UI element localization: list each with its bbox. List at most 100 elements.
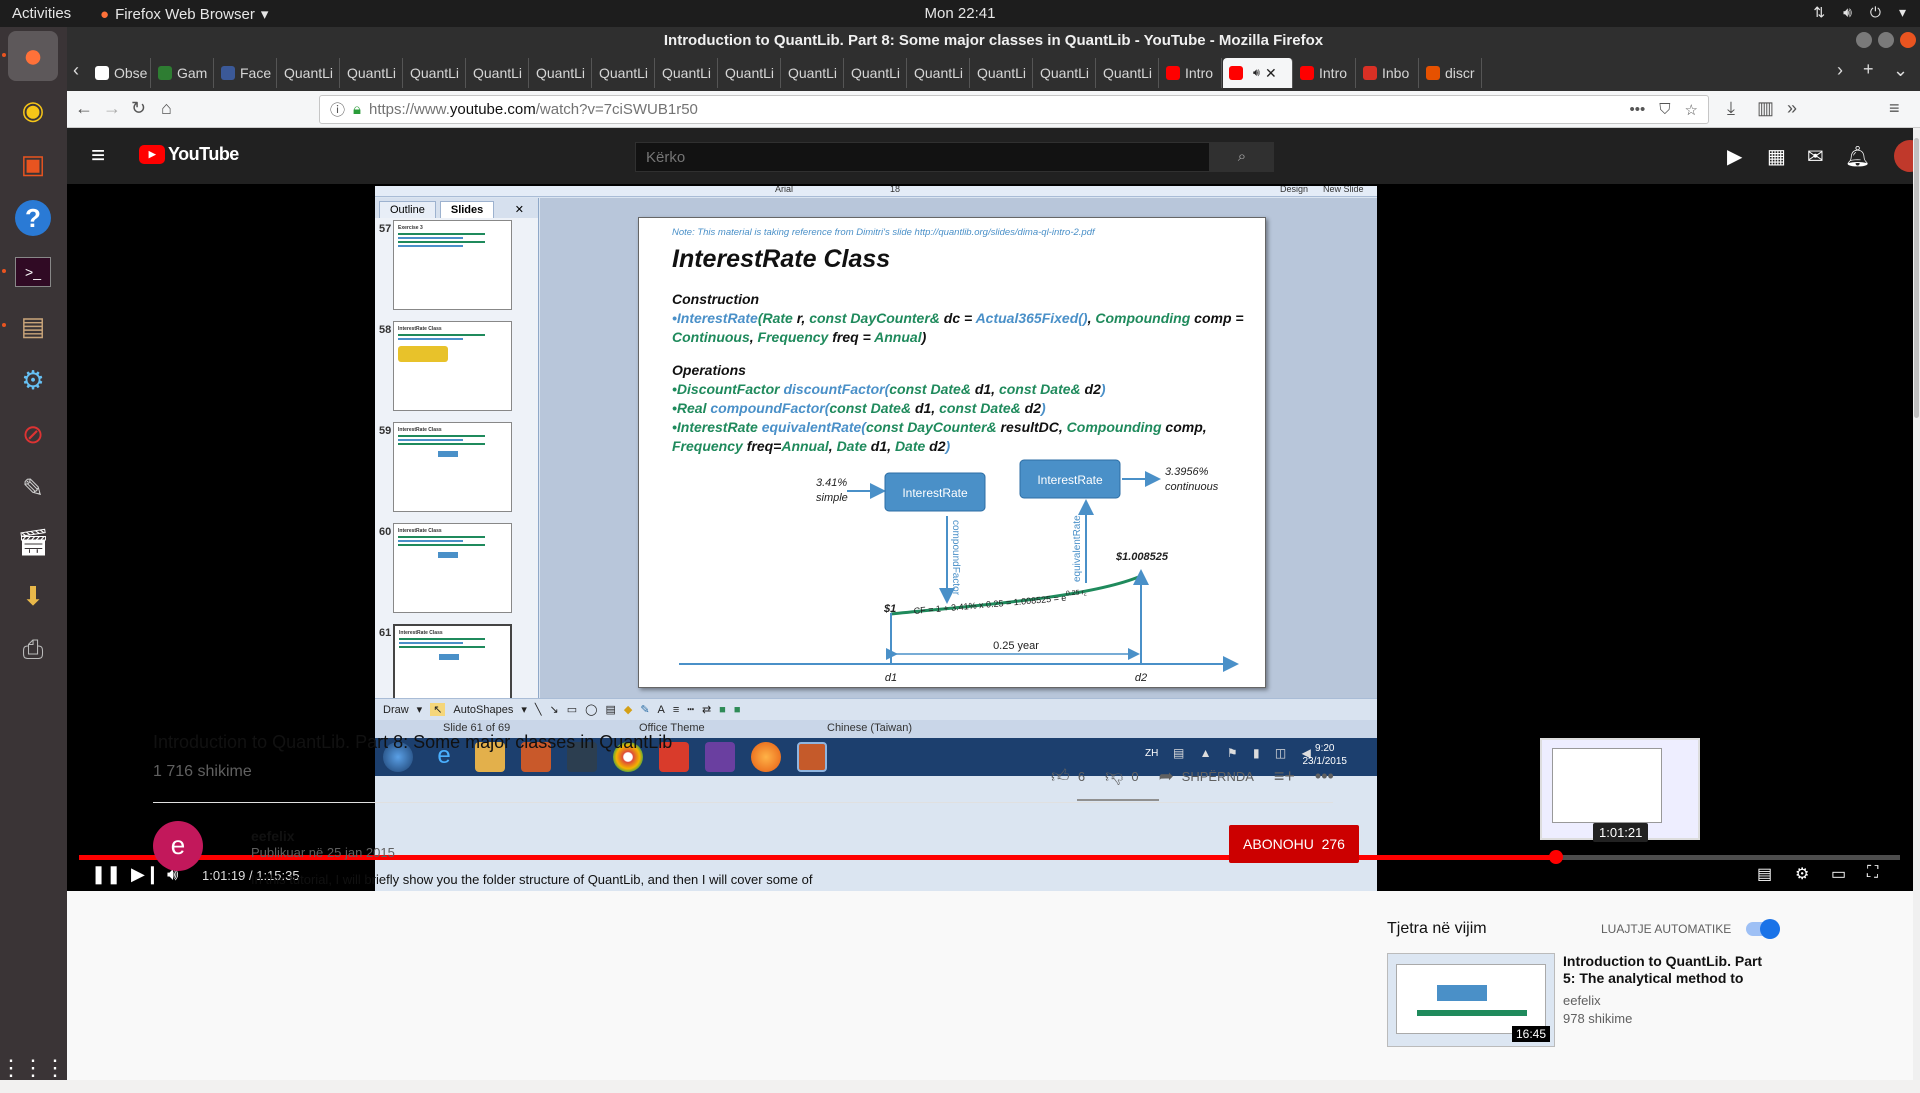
browser-tab[interactable]: Intro bbox=[1160, 58, 1222, 88]
tab-audio-icon[interactable]: 🔊︎ bbox=[1253, 66, 1260, 79]
mute-button[interactable]: 🔊︎ bbox=[167, 864, 178, 885]
system-tray[interactable]: ⇅ 🔊︎ ⏻ ▾ bbox=[1813, 4, 1906, 21]
browser-tab[interactable]: 🔊︎ ✕ bbox=[1223, 58, 1293, 88]
browser-tab[interactable]: QuantLi bbox=[530, 58, 592, 88]
recommended-channel[interactable]: eefelix bbox=[1563, 993, 1601, 1008]
home-button[interactable]: ⌂ bbox=[161, 98, 172, 118]
search-input[interactable] bbox=[635, 142, 1210, 172]
browser-tab[interactable]: QuantLi bbox=[1034, 58, 1096, 88]
progress-scrubber[interactable] bbox=[1548, 850, 1563, 864]
pause-button[interactable]: ❚❚ bbox=[91, 864, 121, 885]
overflow-icon[interactable]: » bbox=[1787, 98, 1798, 118]
more-actions-button[interactable]: ••• bbox=[1315, 766, 1334, 787]
progress-bar[interactable] bbox=[79, 850, 1900, 864]
show-applications-button[interactable]: ⋮⋮⋮ bbox=[0, 1043, 66, 1093]
dislike-button[interactable]: 👎︎0 bbox=[1105, 765, 1139, 787]
firefox-launcher[interactable]: ● bbox=[8, 31, 58, 81]
like-button[interactable]: 👍︎6 bbox=[1051, 765, 1085, 787]
messages-icon[interactable]: ✉︎ bbox=[1807, 146, 1824, 168]
browser-tab[interactable]: Inbo bbox=[1357, 58, 1419, 88]
youtube-logo[interactable]: ▶ YouTube bbox=[139, 144, 239, 165]
powerpoint-toolbar: Arial 18 Design New Slide bbox=[375, 186, 1377, 197]
activities-button[interactable]: Activities bbox=[12, 5, 72, 22]
browser-tab[interactable]: QuantLi bbox=[656, 58, 718, 88]
chevron-down-icon: ▾ bbox=[521, 704, 527, 716]
browser-tab[interactable]: Obse bbox=[89, 58, 151, 88]
terminal-launcher[interactable]: >_ bbox=[8, 247, 58, 297]
page-actions-icon[interactable]: ••• bbox=[1629, 100, 1646, 118]
recommended-title[interactable]: Introduction to QuantLib. Part 5: The an… bbox=[1563, 953, 1763, 986]
period-label: 0.25 year bbox=[993, 640, 1039, 652]
share-button[interactable]: ➦SHPËRNDA bbox=[1159, 766, 1254, 787]
steam-launcher[interactable]: ⚙ bbox=[8, 355, 58, 405]
browser-tab[interactable]: QuantLi bbox=[593, 58, 655, 88]
close-tab-icon[interactable]: ✕ bbox=[1264, 64, 1277, 81]
scrollbar-thumb[interactable] bbox=[1914, 138, 1919, 418]
search-button[interactable]: ⌕ bbox=[1210, 142, 1274, 172]
downloads-icon[interactable]: ⤓ bbox=[1727, 98, 1735, 118]
browser-tab[interactable]: QuantLi bbox=[719, 58, 781, 88]
pause-icon: ❚❚ bbox=[91, 864, 122, 884]
settings-button[interactable]: ⚙ bbox=[1795, 864, 1809, 884]
download-box-icon: ⬇ bbox=[22, 580, 44, 611]
browser-tab[interactable]: QuantLi bbox=[404, 58, 466, 88]
software-center-launcher[interactable]: ▣ bbox=[8, 139, 58, 189]
sidebar-icon[interactable]: ▥ bbox=[1757, 98, 1775, 118]
back-button[interactable]: ← bbox=[75, 98, 93, 118]
running-indicator bbox=[2, 53, 6, 57]
printer-launcher[interactable]: ⎙ bbox=[8, 625, 58, 675]
help-launcher[interactable]: ? bbox=[8, 193, 58, 243]
create-video-icon[interactable]: ▶︎ bbox=[1727, 146, 1743, 168]
tab-scroll-right-icon[interactable]: › bbox=[1837, 60, 1843, 80]
browser-tab[interactable]: Intro bbox=[1294, 58, 1356, 88]
channel-avatar[interactable]: e bbox=[153, 821, 203, 871]
clock[interactable]: Mon 22:41 bbox=[924, 5, 996, 22]
browser-tab[interactable]: discr bbox=[1420, 58, 1482, 88]
gimp-launcher[interactable]: ✎ bbox=[8, 463, 58, 513]
close-window-button[interactable] bbox=[1900, 32, 1916, 48]
guide-menu-icon[interactable]: ≡ bbox=[91, 142, 106, 169]
browser-tab[interactable]: QuantLi bbox=[908, 58, 970, 88]
maximize-button[interactable] bbox=[1878, 32, 1894, 48]
url-bar[interactable]: ⓘ 🔒︎ https://www.youtube.com/watch?v=7ci… bbox=[319, 95, 1709, 124]
files-launcher[interactable]: ▤ bbox=[8, 301, 58, 351]
minimize-button[interactable] bbox=[1856, 32, 1872, 48]
theater-mode-button[interactable]: ▭ bbox=[1831, 864, 1846, 884]
app-launcher[interactable]: ⊘ bbox=[8, 409, 58, 459]
apps-grid-icon[interactable]: ▦ bbox=[1767, 146, 1786, 168]
pocket-icon[interactable]: ⛉ bbox=[1659, 100, 1671, 118]
channel-name[interactable]: eefelix bbox=[251, 828, 295, 844]
new-tab-icon[interactable]: + bbox=[1863, 59, 1874, 79]
recommended-thumbnail[interactable]: 16:45 bbox=[1387, 953, 1555, 1047]
autoplay-toggle[interactable] bbox=[1746, 919, 1780, 939]
tab-scroll-left-icon[interactable]: ‹ bbox=[73, 60, 79, 80]
browser-tab[interactable]: QuantLi bbox=[278, 58, 340, 88]
browser-tab[interactable]: QuantLi bbox=[341, 58, 403, 88]
hamburger-menu-icon[interactable]: ≡ bbox=[1889, 98, 1900, 118]
forward-button[interactable]: → bbox=[103, 98, 121, 118]
page-scrollbar[interactable] bbox=[1913, 128, 1920, 1080]
video-editor-launcher[interactable]: 🎬︎ bbox=[8, 517, 58, 567]
fullscreen-button[interactable]: ⛶ bbox=[1867, 864, 1878, 882]
subtitles-button[interactable]: ▤ bbox=[1757, 864, 1772, 884]
browser-tab[interactable]: Face bbox=[215, 58, 277, 88]
tab-list-icon[interactable]: ⌄ bbox=[1893, 60, 1909, 80]
notifications-bell-icon[interactable]: 🔔︎ bbox=[1845, 146, 1871, 168]
archive-launcher[interactable]: ⬇ bbox=[8, 571, 58, 621]
tab-label: QuantLi bbox=[347, 65, 397, 81]
info-icon[interactable]: ⓘ bbox=[330, 102, 346, 119]
next-button[interactable]: ▶❙ bbox=[131, 864, 160, 885]
save-to-playlist-button[interactable]: ≡+ bbox=[1274, 766, 1295, 787]
browser-tab[interactable]: QuantLi bbox=[467, 58, 529, 88]
app-menu[interactable]: ● Firefox Web Browser ▾ bbox=[100, 5, 268, 24]
subscribe-button[interactable]: ABONOHU 276 bbox=[1229, 825, 1359, 863]
browser-tab[interactable]: Gam bbox=[152, 58, 214, 88]
browser-tab[interactable]: QuantLi bbox=[1097, 58, 1159, 88]
bookmark-star-icon[interactable]: ☆ bbox=[1684, 101, 1698, 119]
rhythmbox-launcher[interactable]: ◉ bbox=[8, 85, 58, 135]
browser-tab[interactable]: QuantLi bbox=[782, 58, 844, 88]
browser-tab[interactable]: QuantLi bbox=[845, 58, 907, 88]
reload-button[interactable]: ↻ bbox=[131, 98, 147, 118]
video-player[interactable]: Arial 18 Design New Slide Outline Slides… bbox=[67, 184, 1920, 891]
browser-tab[interactable]: QuantLi bbox=[971, 58, 1033, 88]
